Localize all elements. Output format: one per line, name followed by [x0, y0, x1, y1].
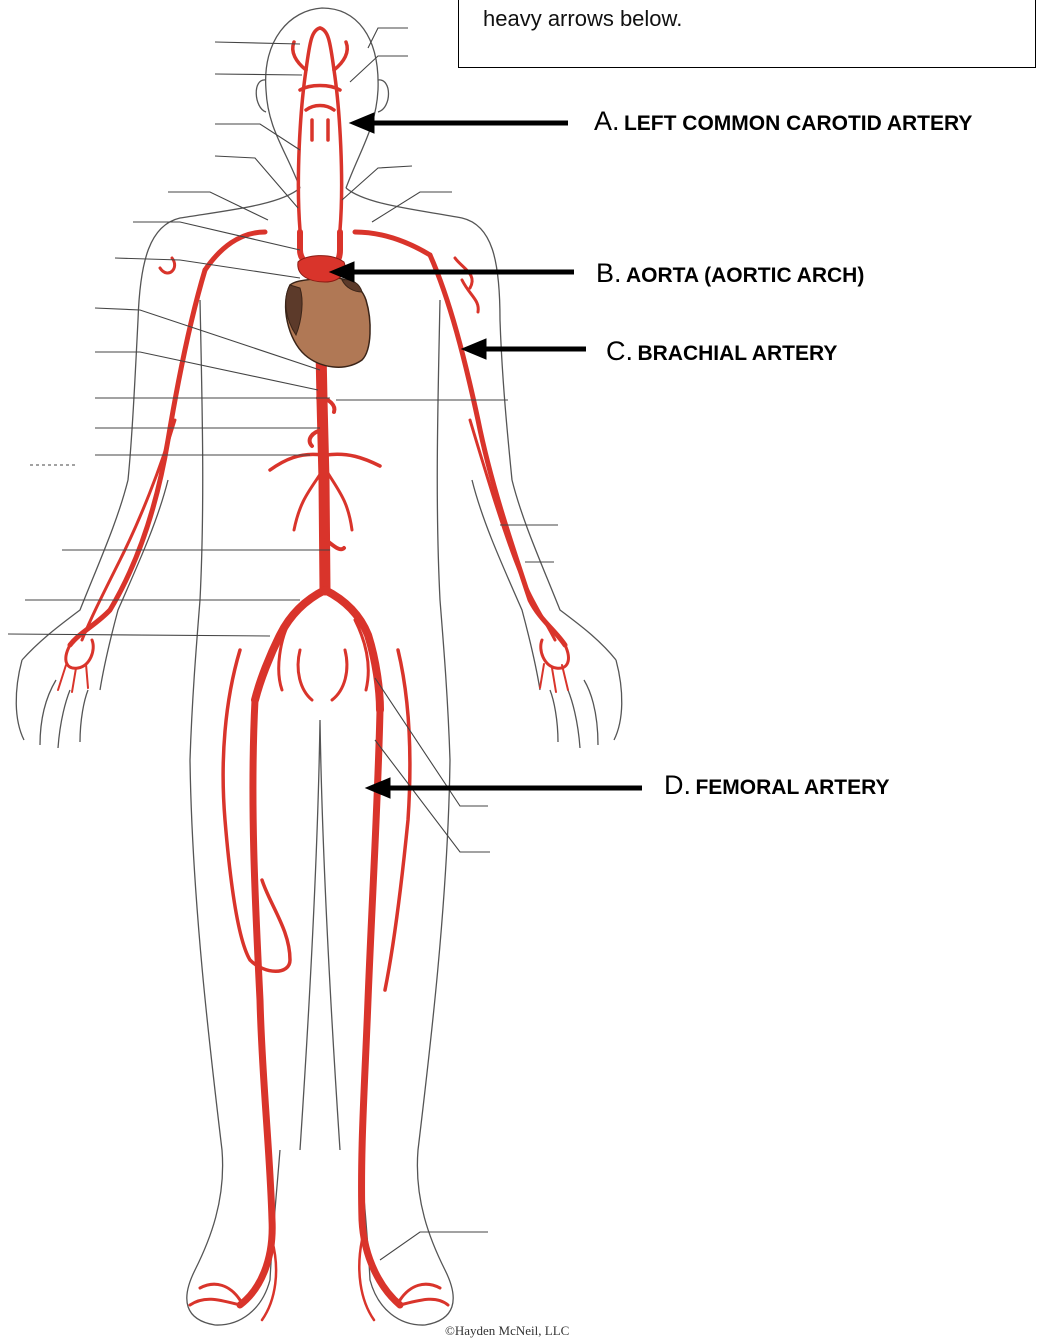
label-a: A. LEFT COMMON CAROTID ARTERY: [594, 106, 972, 137]
label-b-name: AORTA (AORTIC ARCH): [626, 264, 864, 287]
label-c-name: BRACHIAL ARTERY: [637, 342, 837, 365]
body-outline: [16, 8, 622, 1325]
label-d-letter: D.: [664, 770, 691, 800]
label-a-name: LEFT COMMON CAROTID ARTERY: [624, 112, 972, 135]
label-d: D. FEMORAL ARTERY: [664, 770, 890, 801]
label-b-letter: B.: [596, 258, 622, 288]
instruction-text: heavy arrows below.: [483, 6, 682, 32]
label-c-letter: C.: [606, 336, 633, 366]
instruction-box: heavy arrows below.: [458, 0, 1036, 68]
label-c: C. BRACHIAL ARTERY: [606, 336, 837, 367]
copyright-credit: ©Hayden McNeil, LLC: [445, 1323, 569, 1339]
label-d-name: FEMORAL ARTERY: [695, 776, 889, 799]
arrow-b: [330, 262, 574, 282]
arrow-a: [350, 113, 568, 133]
label-b: B. AORTA (AORTIC ARCH): [596, 258, 864, 289]
arrow-d: [366, 778, 642, 798]
label-a-letter: A.: [594, 106, 620, 136]
arrow-c: [462, 339, 586, 359]
